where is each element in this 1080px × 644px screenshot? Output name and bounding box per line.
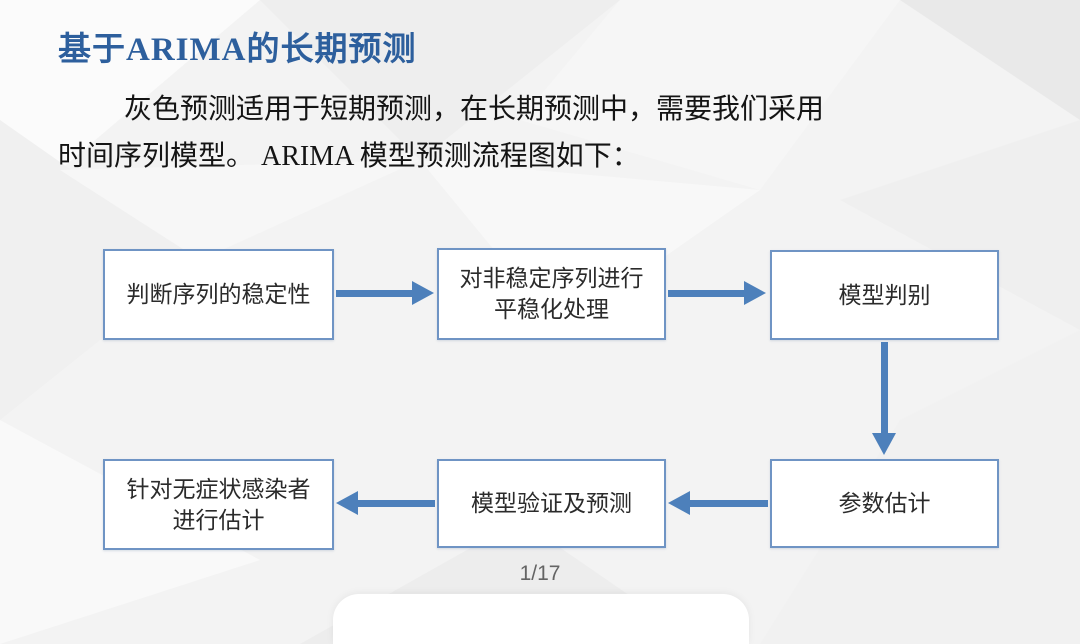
arrow-left-icon bbox=[668, 491, 690, 515]
arrow-shaft-5 bbox=[358, 500, 435, 507]
arrow-down-icon bbox=[872, 433, 896, 455]
flow-node-stationarize: 对非稳定序列进行 平稳化处理 bbox=[437, 248, 666, 340]
flow-node-parameter-estimation: 参数估计 bbox=[770, 459, 999, 548]
arrow-shaft-3 bbox=[881, 342, 888, 434]
arrow-right-icon bbox=[412, 281, 434, 305]
page-indicator: 1/17 bbox=[519, 562, 561, 585]
arrow-left-icon bbox=[336, 491, 358, 515]
slide-body: 灰色预测适用于短期预测，在长期预测中，需要我们采用 时间序列模型。 ARIMA … bbox=[58, 86, 1043, 180]
arrow-shaft-1 bbox=[336, 290, 414, 297]
arrow-right-icon bbox=[744, 281, 766, 305]
body-line-1: 灰色预测适用于短期预测，在长期预测中，需要我们采用 bbox=[124, 94, 825, 125]
flow-node-stationarity-check: 判断序列的稳定性 bbox=[103, 249, 334, 340]
flow-node-model-validation-forecast: 模型验证及预测 bbox=[437, 459, 666, 548]
body-line-2: 时间序列模型。 ARIMA 模型预测流程图如下： bbox=[58, 141, 640, 172]
arrow-shaft-2 bbox=[668, 290, 746, 297]
bottom-rounded-panel bbox=[333, 594, 749, 644]
arrow-shaft-4 bbox=[690, 500, 768, 507]
slide-title: 基于ARIMA的长期预测 bbox=[58, 32, 417, 68]
flow-node-asymptomatic-estimation: 针对无症状感染者 进行估计 bbox=[103, 459, 334, 550]
flow-node-model-identification: 模型判别 bbox=[770, 250, 999, 340]
